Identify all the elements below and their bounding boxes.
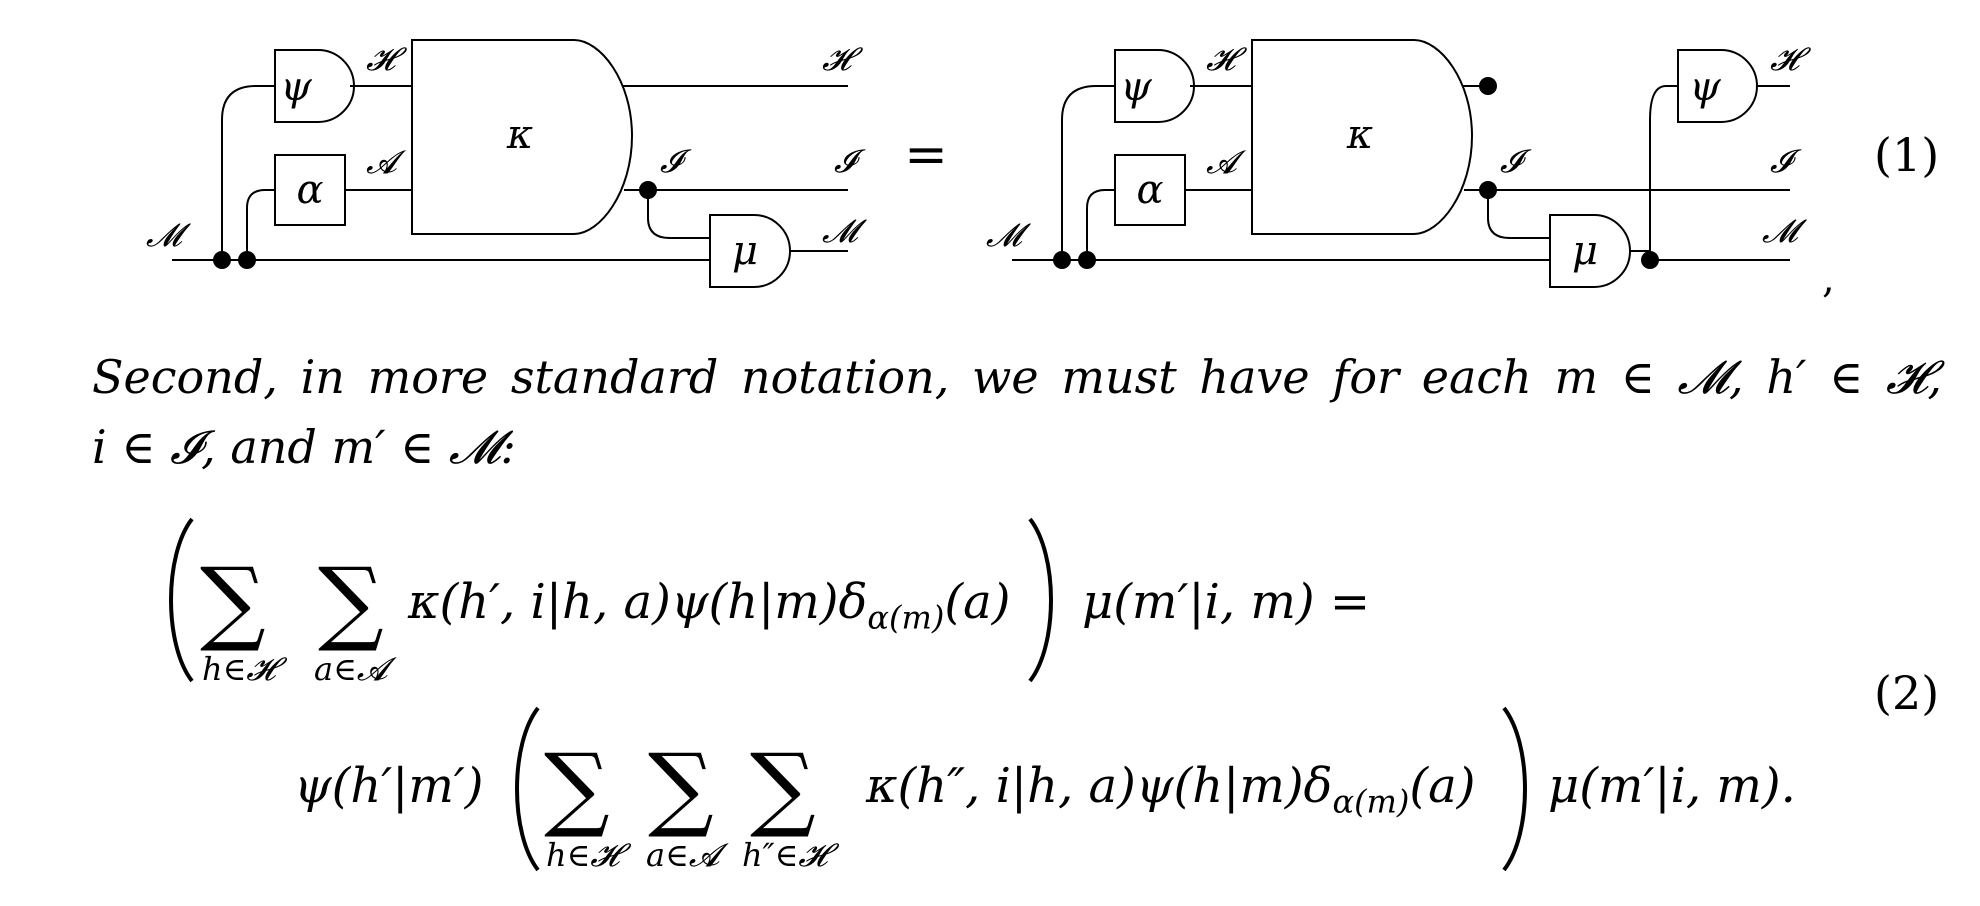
equation-term: μ(m′|i, m) = [1082,574,1371,630]
kappa-box [411,39,634,235]
sum-operator: ∑ [200,548,266,655]
sum-subscript: a∈𝓐 [314,650,388,688]
kappa-symbol: κ [1346,112,1373,158]
wire-label-a: 𝓐 [366,143,407,181]
psi-symbol: ψ [1689,64,1721,110]
psi-symbol: ψ [1120,64,1152,110]
copy-dot [1479,181,1497,199]
psi-box [274,49,355,123]
alpha-symbol: α [1136,167,1163,213]
alpha-box-right [1114,154,1186,226]
trailing-comma: , [1822,256,1835,302]
body-text-line: Second, in more standard notation, we mu… [92,350,1942,404]
psi-box-right-2 [1677,49,1758,123]
wire-label-i: 𝓘 [1770,142,1802,180]
mu-symbol: μ [1572,228,1598,274]
alpha-box [274,154,346,226]
left-diagram [172,39,848,288]
equation-term: κ(h″, i|h, a)ψ(h|m)δα(m)(a) [866,758,1475,821]
mu-box [709,214,791,288]
copy-dot [238,251,256,269]
kappa-box-right [1251,39,1474,235]
left-paren-1 [169,517,194,683]
equation-subscript: α(m) [1332,782,1410,821]
equation-term-arg: (a) [1409,758,1476,814]
alpha-symbol: α [296,167,323,213]
wire-label-m: 𝓜 [1762,212,1807,250]
equation-term-arg: (a) [944,574,1011,630]
sum-operator: ∑ [750,734,816,841]
sum-subscript: h∈𝓗 [546,836,620,874]
equation-term: μ(m′|i, m). [1548,758,1796,814]
copy-dot [1641,251,1659,269]
wire-label-m: 𝓜 [986,216,1031,254]
equation-term: ψ(h′|m′) [294,758,484,814]
sum-subscript: h∈𝓗 [202,650,276,688]
kappa-symbol: κ [506,112,533,158]
copy-dot [1053,251,1071,269]
copy-dot [639,181,657,199]
psi-symbol: ψ [280,64,312,110]
equation-number-1: (1) [1874,128,1940,182]
psi-box-right [1114,49,1195,123]
wire-label-m: 𝓜 [822,212,867,250]
wire-label-h: 𝓗 [822,40,863,78]
wire-label-h: 𝓗 [1770,40,1811,78]
copy-dot [213,251,231,269]
equation-term-main: κ(h′, i|h, a)ψ(h|m)δ [408,574,868,630]
copy-dot [1078,251,1096,269]
body-text: Second, in more standard notation, we mu… [92,342,1942,482]
right-paren-1 [1028,517,1053,683]
sum-subscript: h″∈𝓗 [742,836,828,874]
mu-box-right [1549,214,1631,288]
wire-label-h: 𝓗 [366,40,407,78]
wire-label-m: 𝓜 [146,216,191,254]
string-diagram-equation: ψ α κ μ ψ α κ μ ψ 𝓗 𝓐 𝓜 𝓗 𝓘 𝓘 𝓜 = 𝓗 𝓐 𝓜 … [146,39,1835,302]
right-paren-2 [1502,706,1527,872]
sum-operator: ∑ [648,734,714,841]
sum-subscript: a∈𝓐 [646,836,720,874]
wire-label-a: 𝓐 [1206,143,1247,181]
discard-dot [1479,77,1497,95]
equation-term-main: κ(h″, i|h, a)ψ(h|m)δ [866,758,1333,814]
mu-symbol: μ [732,228,758,274]
right-diagram [1012,39,1790,288]
equation-term: κ(h′, i|h, a)ψ(h|m)δα(m)(a) [408,574,1010,637]
left-paren-2 [515,706,540,872]
sum-operator: ∑ [544,734,610,841]
body-text-line: i ∈ 𝓘, and m′ ∈ 𝓜: [92,420,516,474]
wire-label-h: 𝓗 [1206,40,1247,78]
sum-operator: ∑ [318,548,384,655]
equation-number-2: (2) [1874,666,1940,720]
wire-label-i: 𝓘 [1500,142,1532,180]
equation-subscript: α(m) [867,598,945,637]
wire-label-i: 𝓘 [660,142,692,180]
wire-label-i: 𝓘 [834,142,866,180]
equals-sign: = [904,125,948,185]
